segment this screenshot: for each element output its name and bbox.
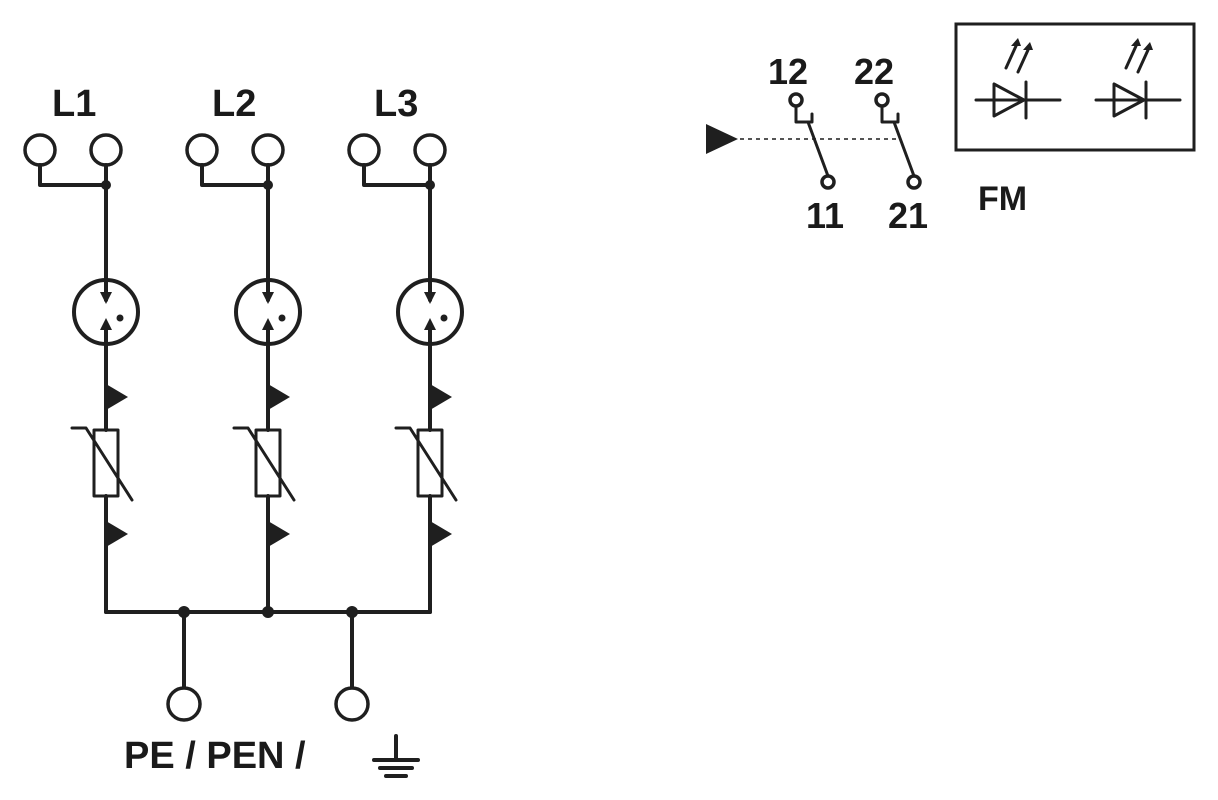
- spark-gap-arrow: [430, 521, 452, 547]
- varistor-icon: [232, 426, 296, 502]
- contact-11-12: 12 11: [768, 51, 844, 236]
- contact-terminal: [820, 174, 836, 190]
- fm-box-border: [954, 22, 1196, 152]
- varistor-icon: [394, 426, 458, 502]
- spark-gap-arrow: [106, 521, 128, 547]
- terminal-bridge: [200, 163, 270, 187]
- gas-discharge-tube-icon: [234, 278, 302, 346]
- contact-label-top: 22: [854, 51, 894, 92]
- contact-label-bottom: 11: [806, 195, 844, 236]
- contact-label-top: 12: [768, 51, 808, 92]
- junction-dot: [263, 180, 273, 190]
- terminal-l2-b: [251, 133, 285, 167]
- junction-dot: [425, 180, 435, 190]
- varistor-icon: [70, 426, 134, 502]
- pe-bus: [104, 606, 432, 722]
- remote-contacts: 12 11 22 21: [706, 51, 928, 236]
- fm-label: FM: [978, 180, 1027, 218]
- gas-discharge-tube-icon: [396, 278, 464, 346]
- terminal-pe-a: [166, 686, 202, 722]
- contact-terminal: [788, 92, 804, 108]
- phase-label-l1: L1: [52, 83, 96, 125]
- led-icon: [974, 38, 1062, 120]
- terminal-l1-b: [89, 133, 123, 167]
- terminal-l1-a: [23, 133, 57, 167]
- spark-gap-arrow: [268, 384, 290, 410]
- phase-label-l3: L3: [374, 83, 418, 125]
- ground-label: PE / PEN /: [124, 735, 306, 777]
- actuator-arrow: [706, 124, 738, 154]
- junction-dot: [262, 606, 274, 618]
- contact-terminal: [906, 174, 922, 190]
- led-icon: [1094, 38, 1182, 120]
- ground-icon: [372, 734, 420, 778]
- terminal-pe-b: [334, 686, 370, 722]
- gas-discharge-tube-icon: [72, 278, 140, 346]
- phase-label-l2: L2: [212, 83, 256, 125]
- fm-indicator-box: FM: [954, 22, 1196, 218]
- contact-terminal: [874, 92, 890, 108]
- phase-l3-branch: L3: [347, 83, 464, 614]
- phase-l1-branch: L1: [23, 83, 140, 614]
- terminal-bridge: [38, 163, 108, 187]
- contact-label-bottom: 21: [888, 195, 928, 236]
- contact-21-22: 22 21: [854, 51, 928, 236]
- terminal-l2-a: [185, 133, 219, 167]
- terminal-bridge: [362, 163, 432, 187]
- spark-gap-arrow: [268, 521, 290, 547]
- spark-gap-arrow: [106, 384, 128, 410]
- spark-gap-arrow: [430, 384, 452, 410]
- phase-l2-branch: L2: [185, 83, 302, 614]
- terminal-l3-b: [413, 133, 447, 167]
- terminal-l3-a: [347, 133, 381, 167]
- junction-dot: [101, 180, 111, 190]
